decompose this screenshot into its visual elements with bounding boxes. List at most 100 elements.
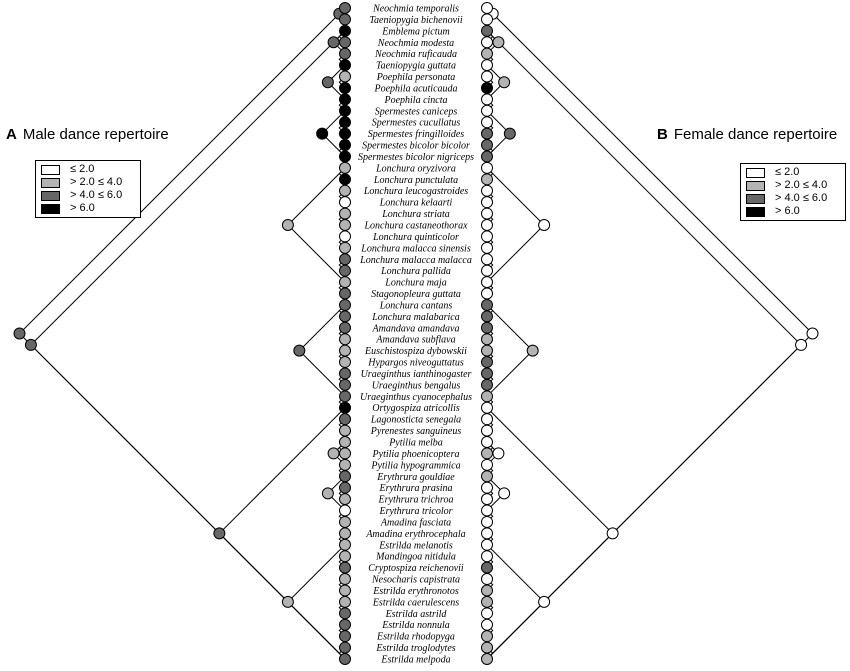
species-label: Stagonopleura guttata [371, 289, 461, 300]
female-tip-node [481, 253, 493, 266]
female-tip-node [481, 470, 493, 483]
species-label: Lonchura castaneothorax [363, 221, 468, 232]
female-tip-node [481, 333, 493, 346]
male-tip-node [339, 116, 351, 129]
male-ancestral-node [213, 527, 226, 540]
species-label: Estrilda nonnula [381, 620, 450, 631]
species-label: Cryptospiza reichenovii [368, 563, 464, 574]
female-tip-node [481, 515, 493, 528]
male-tree-branches [18, 7, 346, 660]
male-tip-node [339, 219, 351, 231]
legend-row: > 2.0 ≤ 4.0 [36, 176, 140, 189]
male-ancestral-node [281, 219, 294, 231]
species-label: Spermestes caniceps [375, 106, 458, 117]
male-tip-node [339, 561, 351, 574]
female-ancestral-node [503, 127, 516, 140]
species-label: Amandava amandava [372, 323, 460, 334]
male-tip-node [339, 504, 351, 517]
male-tip-node [339, 230, 351, 243]
species-label: Poephila cincta [383, 95, 447, 106]
male-tip-node [339, 458, 351, 471]
female-tip-node [481, 653, 493, 665]
female-tip-node [481, 93, 493, 106]
female-tip-node [481, 184, 493, 197]
female-tip-node [481, 641, 493, 654]
male-tip-node [339, 641, 351, 654]
male-clade-branch [218, 407, 346, 660]
male-tip-node [339, 139, 351, 152]
panel-b-letter: B [657, 126, 668, 143]
species-label: Estrilda caerulescens [372, 597, 459, 608]
male-tip-node [339, 13, 351, 26]
species-label: Poephila personata [376, 72, 456, 83]
female-tip-node [481, 321, 493, 334]
female-tip-node [481, 127, 493, 140]
male-tip-node [339, 310, 351, 323]
species-label: Estrilda astrild [385, 609, 448, 620]
species-label: Lonchura kelaarti [379, 198, 453, 209]
legend-swatch-light-gray [746, 181, 765, 191]
male-tip-node [339, 264, 351, 277]
male-ancestral-node [24, 338, 37, 351]
female-tip-node [481, 584, 493, 597]
male-tip-node [339, 81, 351, 94]
female-ancestral-node [806, 327, 819, 340]
male-tip-node [339, 196, 351, 209]
male-tip-node [339, 287, 351, 300]
male-tip-node [339, 241, 351, 254]
species-label: Neochmia ruficauda [374, 49, 457, 60]
female-tip-node [481, 196, 493, 209]
male-ancestral-node [321, 76, 334, 89]
species-label: Ortygospiza atricollis [372, 403, 460, 414]
species-label: Mandingoa nitidula [375, 552, 456, 563]
legend-label: > 4.0 ≤ 6.0 [775, 192, 828, 204]
female-tip-node [481, 630, 493, 643]
female-tip-node [481, 344, 493, 357]
legend-label: ≤ 2.0 [70, 163, 95, 175]
female-clade-branch [486, 304, 534, 397]
legend-swatch-black [41, 204, 60, 214]
female-tip-node [481, 116, 493, 129]
female-tip-node [481, 150, 493, 163]
male-tip-node [339, 481, 351, 494]
species-label: Estrilda melpoda [380, 655, 450, 666]
species-label: Lonchura quinticolor [372, 232, 459, 243]
species-label: Emblema pictum [381, 26, 450, 37]
legend-male: ≤ 2.0 > 2.0 ≤ 4.0 > 4.0 ≤ 6.0 > 6.0 [35, 160, 141, 218]
female-tip-node [481, 595, 493, 608]
species-label: Uraeginthus ianthinogaster [361, 369, 472, 380]
male-tip-node [339, 413, 351, 426]
male-tip-node [339, 356, 351, 369]
species-label: Uraeginthus bengalus [372, 380, 461, 391]
male-tip-node [339, 378, 351, 391]
female-tip-node [481, 264, 493, 277]
species-label: Lonchura cantans [379, 300, 453, 311]
male-tip-node [339, 173, 351, 186]
female-tip-node [481, 493, 493, 506]
legend-row: ≤ 2.0 [36, 163, 140, 176]
male-tip-node [339, 276, 351, 289]
female-tip-node [481, 24, 493, 37]
female-tip-node [481, 390, 493, 403]
female-tip-node [481, 161, 493, 174]
male-clade-branch [298, 304, 346, 397]
male-tip-node [339, 150, 351, 163]
female-ancestral-node [795, 338, 808, 351]
species-label: Poephila acuticauda [373, 83, 457, 94]
male-tip-node [339, 515, 351, 528]
female-tip-node [481, 219, 493, 231]
legend-label: > 4.0 ≤ 6.0 [70, 189, 123, 201]
male-tip-node [339, 333, 351, 346]
male-tip-node [339, 70, 351, 83]
species-label: Lonchura punctulata [373, 175, 458, 186]
male-tip-node [339, 630, 351, 643]
species-label: Spermestes fringilloides [368, 129, 464, 140]
panel-a-title-text: Male dance repertoire [22, 126, 169, 143]
male-ancestral-node [321, 487, 334, 500]
female-tip-node [481, 618, 493, 631]
male-tip-node [339, 127, 351, 140]
male-tip-node [339, 59, 351, 72]
species-label: Pytilia phoenicoptera [372, 449, 460, 460]
